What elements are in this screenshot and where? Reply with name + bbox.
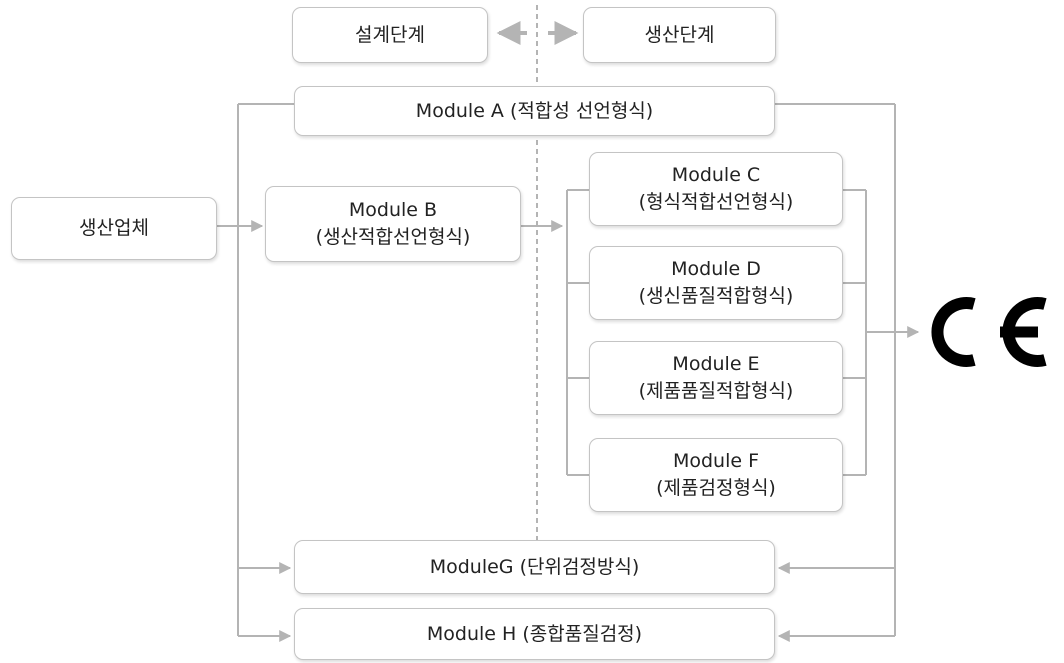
module-e-box: Module E (제품품질적합형식) xyxy=(589,341,843,415)
production-phase-label: 생산단계 xyxy=(644,23,715,46)
module-b-title: Module B xyxy=(348,199,438,221)
module-f-box: Module F (제품검정형식) xyxy=(589,438,843,512)
module-a-box: Module A (적합성 선언형식) xyxy=(294,86,775,136)
manufacturer-box: 생산업체 xyxy=(11,197,217,260)
module-c-title: Module C xyxy=(671,164,761,186)
module-e-title: Module E xyxy=(672,353,760,375)
module-d-box: Module D (생신품질적합형식) xyxy=(589,246,843,320)
production-phase-box: 생산단계 xyxy=(583,7,776,63)
module-h-box: Module H (종합품질검정) xyxy=(294,608,775,660)
module-e-subtitle: (제품품질적합형식) xyxy=(638,380,794,402)
module-c-box: Module C (형식적합선언형식) xyxy=(589,152,843,226)
module-h-title: Module H (종합품질검정) xyxy=(426,622,643,645)
module-f-title: Module F xyxy=(672,450,760,472)
module-b-box: Module B (생산적합선언형식) xyxy=(265,186,521,262)
design-phase-box: 설계단계 xyxy=(292,7,488,63)
module-c-subtitle: (형식적합선언형식) xyxy=(638,191,794,213)
module-f-subtitle: (제품검정형식) xyxy=(656,477,776,499)
manufacturer-label: 생산업체 xyxy=(79,217,149,239)
module-d-title: Module D xyxy=(671,258,761,280)
design-phase-label: 설계단계 xyxy=(355,23,425,46)
module-b-subtitle: (생산적합선언형식) xyxy=(315,226,471,248)
module-d-subtitle: (생신품질적합형식) xyxy=(638,285,794,307)
module-g-box: ModuleG (단위검정방식) xyxy=(294,540,775,594)
ce-mark-logo xyxy=(931,297,1047,367)
ce-mark-c xyxy=(931,297,976,367)
module-a-title: Module A (적합성 선언형식) xyxy=(415,99,654,122)
module-g-title: ModuleG (단위검정방식) xyxy=(429,555,640,578)
